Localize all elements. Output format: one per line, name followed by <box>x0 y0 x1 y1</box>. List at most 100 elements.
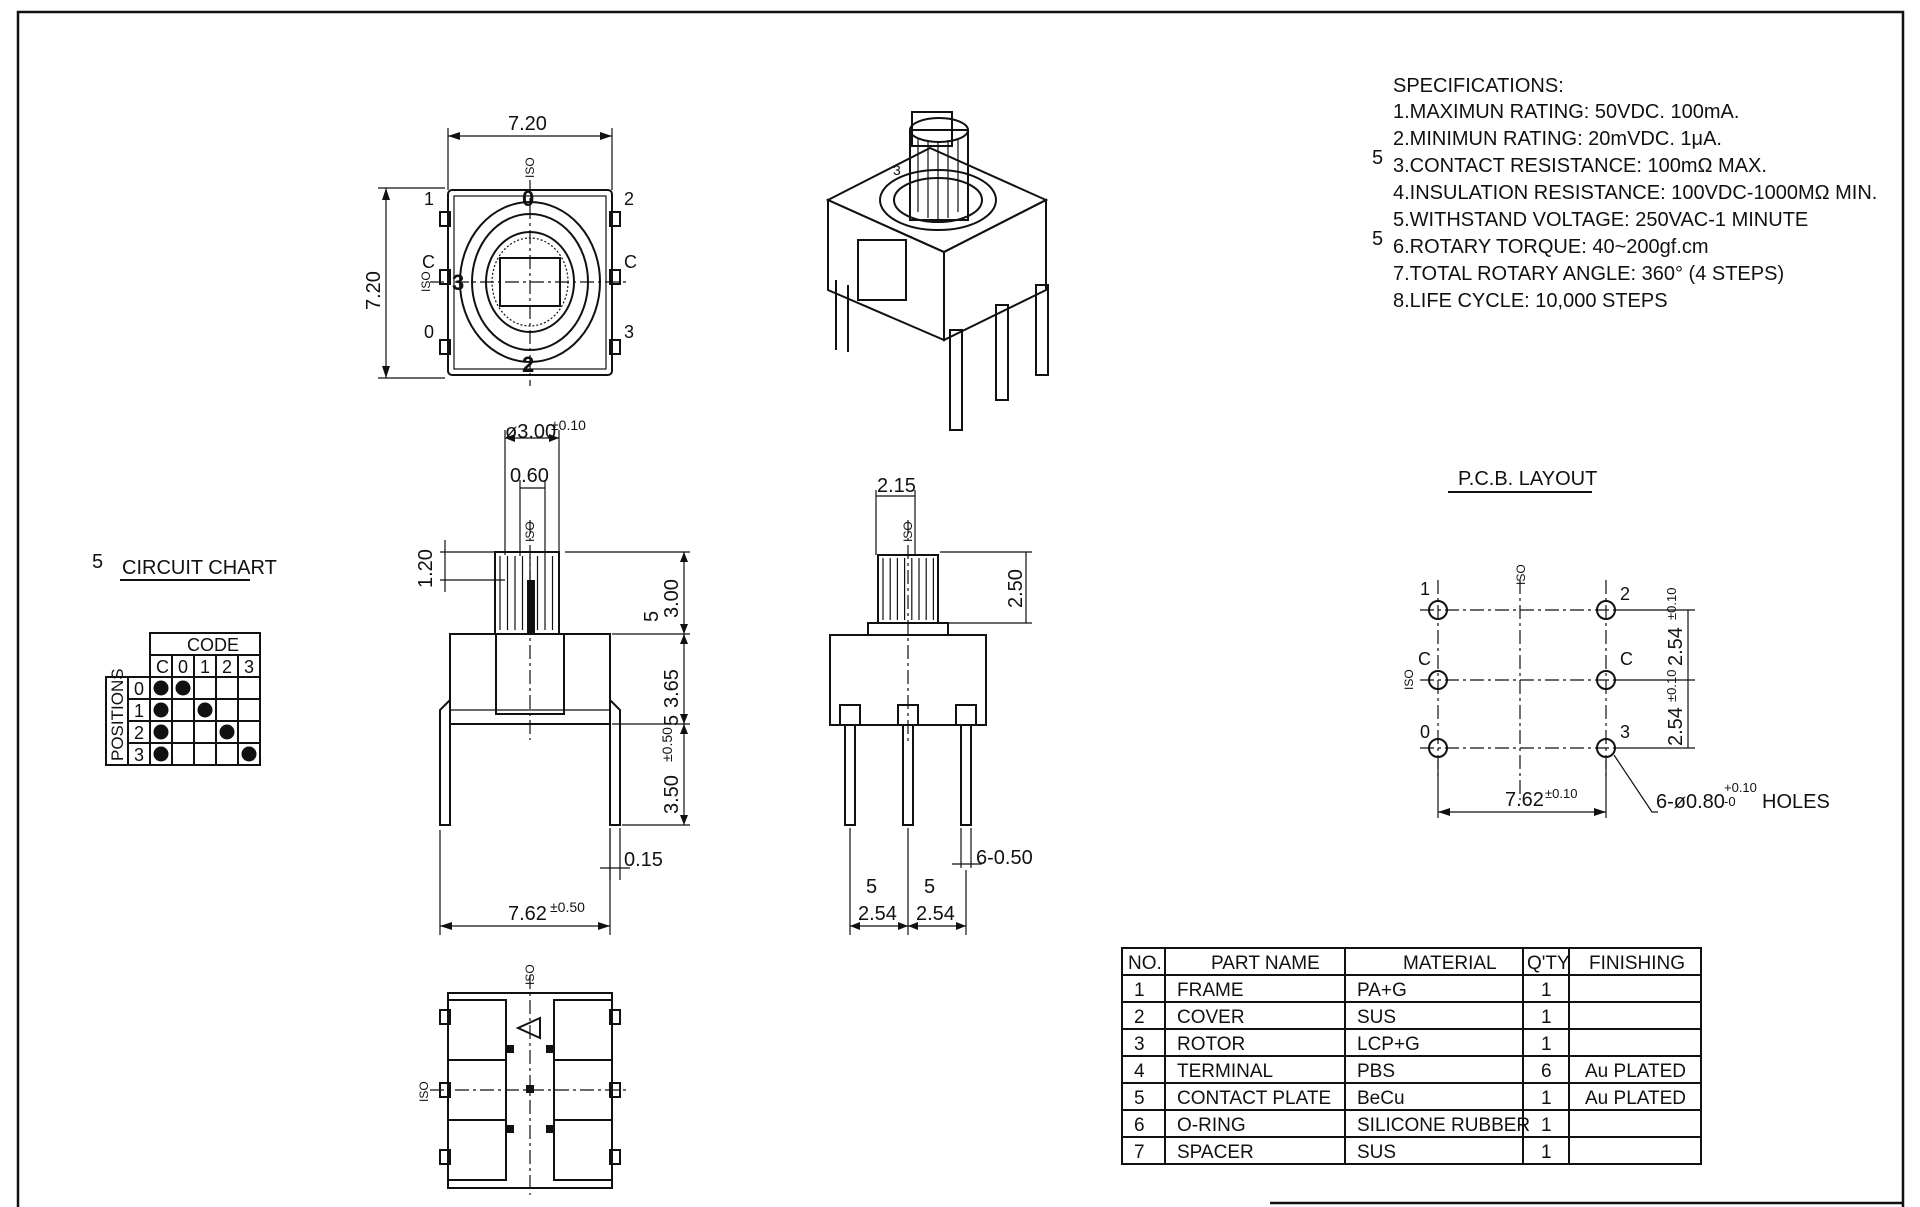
bom-header: NO. <box>1128 953 1162 974</box>
bom-cell: 1 <box>1541 980 1552 1001</box>
pin-label: 2 <box>624 189 634 209</box>
spec-item: 2.MINIMUN RATING: 20mVDC. 1μA. <box>1393 128 1722 150</box>
contact-dot <box>153 702 169 718</box>
holes-tol-top: +0.10 <box>1724 780 1757 795</box>
bom-cell: PA+G <box>1357 980 1407 1001</box>
pcb-layout-title: P.C.B. LAYOUT <box>1458 468 1597 490</box>
bom-cell: 3 <box>1134 1034 1145 1055</box>
code-column-label: 0 <box>178 657 188 677</box>
spec-item: 4.INSULATION RESISTANCE: 100VDC-1000MΩ M… <box>1393 182 1877 204</box>
bom-cell: ROTOR <box>1177 1034 1245 1055</box>
position-label: 3 <box>134 745 144 765</box>
contact-dot <box>175 680 191 696</box>
pin-label: C <box>624 252 637 272</box>
dim-pitch-a: 2.54 <box>858 903 897 925</box>
dial-label: 3 <box>452 270 464 295</box>
position-label: 1 <box>134 701 144 721</box>
dim-pin-len: 3.50 <box>661 775 683 814</box>
dim-height: 7.20 <box>363 271 385 310</box>
contact-dot <box>153 724 169 740</box>
isometric-view: 3 <box>825 111 1049 431</box>
dim-pitch-h: 7.62 <box>1505 789 1544 811</box>
holes-suffix: HOLES <box>1762 791 1830 813</box>
pcb-label: 0 <box>1420 722 1430 742</box>
code-column-label: 3 <box>244 657 254 677</box>
dim-pitch: 7.62 <box>508 903 547 925</box>
bom-header: Q'TY <box>1527 953 1570 974</box>
pcb-hole <box>1428 670 1448 690</box>
pcb-layout: P.C.B. LAYOUT 1 2 C C 0 3 ISO ISO 2.54 ±… <box>1402 468 1830 818</box>
code-header: CODE <box>187 635 239 655</box>
bom-cell: CONTACT PLATE <box>1177 1088 1331 1109</box>
iso-dial-label: 3 <box>893 162 901 178</box>
revision-marker: 5 <box>866 876 877 898</box>
revision-marker: 5 <box>924 876 935 898</box>
front-view: ø3.00 ±0.10 0.60 1.20 3. <box>415 417 690 935</box>
contact-dot <box>153 746 169 762</box>
contact-dot <box>197 702 213 718</box>
bom-cell: 6 <box>1134 1115 1145 1136</box>
contact-dot <box>241 746 257 762</box>
iso-mark: ISO <box>901 521 915 542</box>
iso-mark: ISO <box>417 1081 431 1102</box>
dim-shaft-dia: ø3.00 <box>505 421 556 443</box>
pcb-hole <box>1428 738 1448 758</box>
dim-body-h: 3.65 <box>661 669 683 708</box>
bom-cell: 1 <box>1541 1142 1552 1163</box>
pin-label: 3 <box>624 322 634 342</box>
bottom-view: ISO ISO <box>417 964 630 1195</box>
sheet-border <box>16 10 1905 1207</box>
bom-cell: COVER <box>1177 1007 1245 1028</box>
spec-title: SPECIFICATIONS: <box>1393 75 1564 97</box>
bom-cell: SUS <box>1357 1142 1396 1163</box>
iso-mark: ISO <box>1514 564 1528 585</box>
bom-cell: SILICONE RUBBER <box>1357 1115 1530 1136</box>
dim-pitch-v1: 2.54 <box>1665 627 1687 666</box>
pin-label: 0 <box>424 322 434 342</box>
bom-cell: TERMINAL <box>1177 1061 1273 1082</box>
pin-label: 1 <box>424 189 434 209</box>
holes-tol-bottom: -0 <box>1724 794 1736 809</box>
iso-mark: ISO <box>523 521 537 542</box>
dim-pitch-tol: ±0.50 <box>550 899 585 915</box>
dim-shaft-dia-tol: ±0.10 <box>551 417 586 433</box>
bom-cell: 5 <box>1134 1088 1145 1109</box>
dim-slot: 0.60 <box>510 465 549 487</box>
bom-cell: SUS <box>1357 1007 1396 1028</box>
spec-item: 6.ROTARY TORQUE: 40~200gf.cm <box>1393 236 1709 258</box>
revision-marker: 5 <box>1372 147 1383 169</box>
bom-cell: 1 <box>1541 1007 1552 1028</box>
bom-cell: 7 <box>1134 1142 1145 1163</box>
pcb-hole <box>1428 600 1448 620</box>
bom-cell: FRAME <box>1177 980 1244 1001</box>
pcb-label: 2 <box>1620 584 1630 604</box>
revision-marker: 5 <box>641 611 663 622</box>
side-view: 2.15 2.50 ISO 6-0.50 2.54 2.54 5 <box>829 475 1033 935</box>
iso-mark: ISO <box>1402 669 1416 690</box>
bom-cell: BeCu <box>1357 1088 1405 1109</box>
specifications-block: SPECIFICATIONS: 1.MAXIMUN RATING: 50VDC.… <box>1372 75 1877 312</box>
pcb-label: C <box>1620 649 1633 669</box>
bom-cell: Au PLATED <box>1585 1088 1686 1109</box>
code-column-label: C <box>156 657 169 677</box>
code-column-label: 2 <box>222 657 232 677</box>
revision-marker: 5 <box>661 715 683 726</box>
circuit-chart-title: CIRCUIT CHART <box>122 557 277 579</box>
contact-dot <box>153 680 169 696</box>
bom-header: FINISHING <box>1589 953 1685 974</box>
contact-dot <box>219 724 235 740</box>
dim-pitch-h-tol: ±0.10 <box>1545 786 1577 801</box>
dim-pitch-b: 2.54 <box>916 903 955 925</box>
iso-mark: ISO <box>523 157 537 178</box>
bom-cell: 2 <box>1134 1007 1145 1028</box>
revision-marker: 5 <box>92 551 103 573</box>
code-column-label: 1 <box>200 657 210 677</box>
position-label: 2 <box>134 723 144 743</box>
dim-pitch-v2: 2.54 <box>1665 707 1687 746</box>
bom-cell: PBS <box>1357 1061 1395 1082</box>
dim-pitch-v2-tol: ±0.10 <box>1664 670 1679 702</box>
dim-shaft-w: 2.15 <box>877 475 916 497</box>
bom-cell: 1 <box>1541 1088 1552 1109</box>
